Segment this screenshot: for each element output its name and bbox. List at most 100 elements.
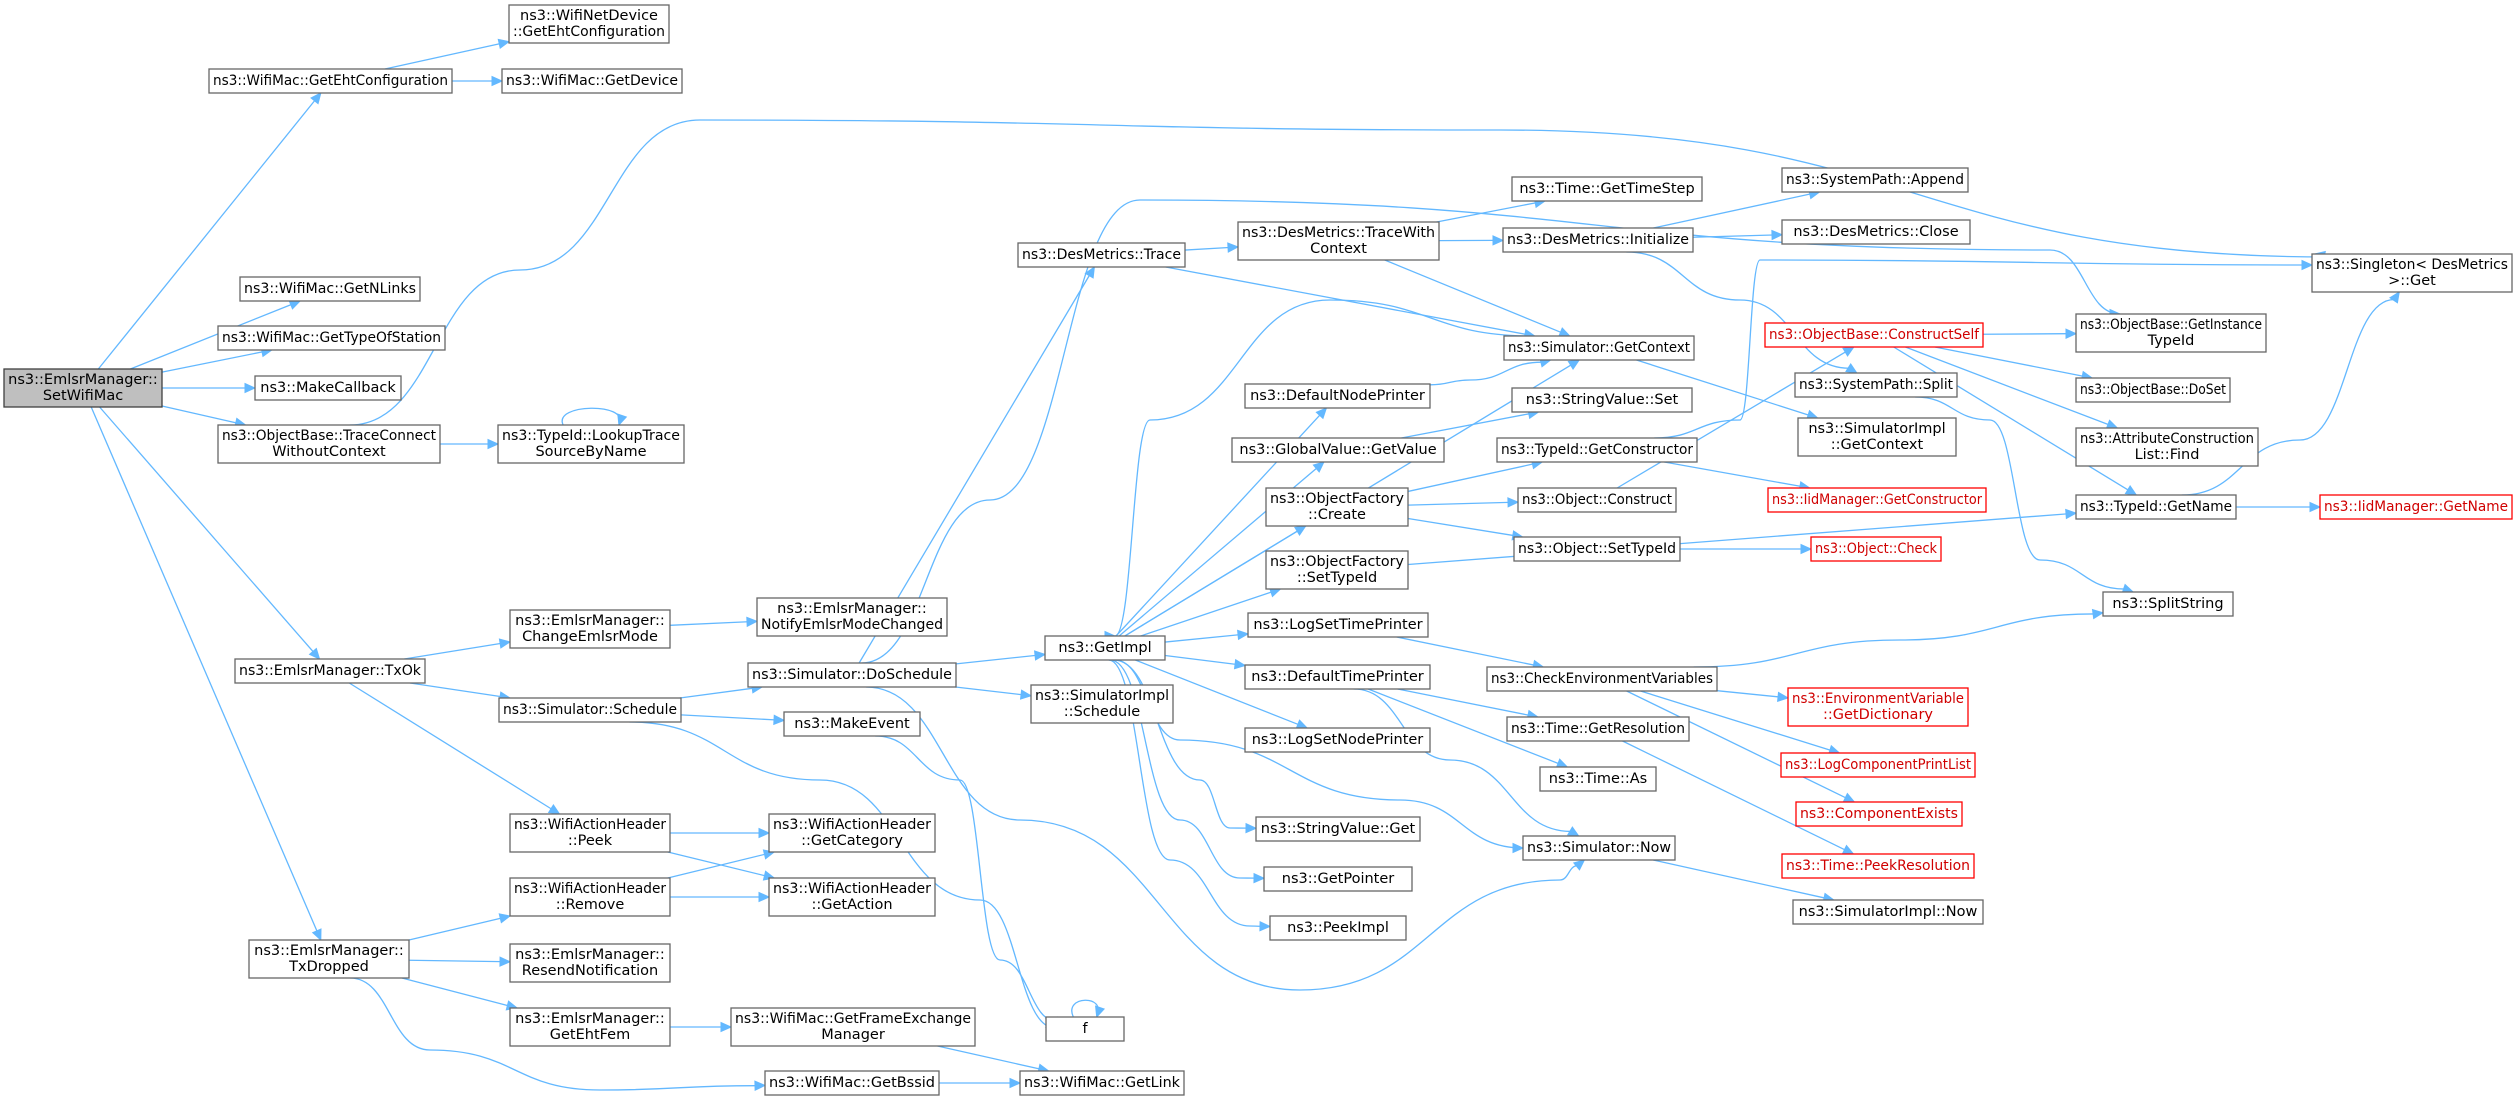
graph-node-n61[interactable]: ns3::ComponentExists <box>1795 801 1963 827</box>
graph-node-n32[interactable]: ns3::SystemPath::Append <box>1781 167 1969 193</box>
graph-node-n2[interactable]: ns3::WifiNetDevice::GetEhtConfiguration <box>508 4 670 44</box>
node-box[interactable] <box>1794 372 1958 398</box>
graph-node-n26[interactable]: ns3::GetImpl <box>1044 635 1166 661</box>
graph-node-n7[interactable]: ns3::ObjectBase::TraceConnectWithoutCont… <box>217 424 441 464</box>
node-box[interactable] <box>3 368 163 408</box>
node-box[interactable] <box>1781 853 1975 879</box>
graph-node-n42[interactable]: ns3::Object::Construct <box>1517 487 1677 513</box>
graph-node-n47[interactable]: ns3::LogSetNodePrinter <box>1244 727 1431 753</box>
node-box[interactable] <box>1517 487 1677 513</box>
node-box[interactable] <box>747 662 957 688</box>
node-box[interactable] <box>1019 1070 1185 1096</box>
node-box[interactable] <box>1503 335 1695 361</box>
node-box[interactable] <box>1045 1016 1125 1042</box>
node-box[interactable] <box>2102 591 2234 617</box>
graph-node-n37[interactable]: ns3::DefaultNodePrinter <box>1244 383 1431 409</box>
graph-node-n56[interactable]: ns3::ObjectBase::ConstructSelf <box>1764 322 1984 348</box>
node-box[interactable] <box>1231 437 1445 463</box>
node-box[interactable] <box>1244 727 1431 753</box>
node-box[interactable] <box>1244 664 1431 690</box>
graph-node-n18[interactable]: ns3::WifiActionHeader::GetCategory <box>768 813 936 853</box>
node-box[interactable] <box>217 325 446 351</box>
graph-node-n20[interactable]: ns3::EmlsrManager::ResendNotification <box>509 943 671 983</box>
graph-node-n3[interactable]: ns3::WifiMac::GetDevice <box>501 68 683 94</box>
graph-node-n27[interactable]: ns3::SimulatorImpl::Schedule <box>1030 684 1174 724</box>
node-box[interactable] <box>239 276 421 302</box>
graph-node-n21[interactable]: ns3::EmlsrManager::GetEhtFem <box>509 1007 671 1047</box>
graph-node-n15[interactable]: ns3::MakeEvent <box>783 711 921 737</box>
graph-node-n44[interactable]: ns3::ObjectFactory::SetTypeId <box>1265 550 1409 590</box>
graph-node-n64[interactable]: ns3::ObjectBase::DoSet <box>2075 377 2231 403</box>
graph-node-n25[interactable]: f <box>1045 1016 1125 1042</box>
node-box[interactable] <box>1780 752 1976 778</box>
graph-node-n40[interactable]: ns3::ObjectFactory::Create <box>1265 487 1409 527</box>
graph-node-n53[interactable]: ns3::Time::As <box>1539 766 1657 792</box>
graph-node-n58[interactable]: ns3::Object::Check <box>1810 536 1942 562</box>
graph-node-n34[interactable]: ns3::Simulator::GetContext <box>1503 335 1695 361</box>
node-box[interactable] <box>1792 899 1984 925</box>
graph-node-n68[interactable]: ns3::Singleton< DesMetrics >::Get <box>2311 253 2513 293</box>
graph-node-n19[interactable]: ns3::WifiActionHeader::GetAction <box>768 877 936 917</box>
node-box[interactable] <box>1030 684 1174 724</box>
node-box[interactable] <box>1486 666 1718 692</box>
graph-node-n24[interactable]: ns3::WifiMac::GetLink <box>1019 1070 1185 1096</box>
node-box[interactable] <box>2075 494 2237 520</box>
node-box[interactable] <box>1255 816 1421 842</box>
node-box[interactable] <box>501 68 683 94</box>
node-box[interactable] <box>509 877 671 917</box>
node-box[interactable] <box>768 877 936 917</box>
node-box[interactable] <box>508 4 670 44</box>
node-box[interactable] <box>1244 383 1431 409</box>
graph-node-n45[interactable]: ns3::LogSetTimePrinter <box>1247 612 1429 638</box>
node-box[interactable] <box>1787 687 1969 727</box>
node-box[interactable] <box>208 68 453 94</box>
node-box[interactable] <box>764 1070 940 1096</box>
node-box[interactable] <box>1767 487 1987 513</box>
node-box[interactable] <box>2311 253 2513 293</box>
node-box[interactable] <box>497 424 685 464</box>
node-box[interactable] <box>234 658 426 684</box>
node-box[interactable] <box>1044 635 1166 661</box>
graph-node-n13[interactable]: ns3::Simulator::Schedule <box>498 697 682 723</box>
node-box[interactable] <box>1539 766 1657 792</box>
graph-node-n59[interactable]: ns3::EnvironmentVariable::GetDictionary <box>1787 687 1969 727</box>
graph-node-n0[interactable]: ns3::EmlsrManager::SetWifiMac <box>3 368 163 408</box>
node-box[interactable] <box>1511 387 1693 413</box>
node-box[interactable] <box>1522 835 1676 861</box>
graph-node-n67[interactable]: ns3::IidManager::GetName <box>2319 494 2513 520</box>
graph-node-n5[interactable]: ns3::WifiMac::GetTypeOfStation <box>217 325 446 351</box>
node-box[interactable] <box>1237 221 1440 261</box>
graph-node-n23[interactable]: ns3::WifiMac::GetBssid <box>764 1070 940 1096</box>
node-box[interactable] <box>1017 242 1186 268</box>
graph-node-n54[interactable]: ns3::Simulator::Now <box>1522 835 1676 861</box>
graph-node-n4[interactable]: ns3::WifiMac::GetNLinks <box>239 276 421 302</box>
graph-node-n12[interactable]: ns3::EmlsrManager::NotifyEmlsrModeChange… <box>756 597 948 637</box>
node-box[interactable] <box>730 1007 976 1047</box>
node-box[interactable] <box>1764 322 1984 348</box>
graph-node-n10[interactable]: ns3::EmlsrManager::TxDropped <box>248 939 410 979</box>
node-box[interactable] <box>1810 536 1942 562</box>
graph-node-n9[interactable]: ns3::EmlsrManager::TxOk <box>234 658 426 684</box>
node-box[interactable] <box>498 697 682 723</box>
node-box[interactable] <box>768 813 936 853</box>
graph-node-n31[interactable]: ns3::DesMetrics::Initialize <box>1502 227 1694 253</box>
graph-node-n14[interactable]: ns3::Simulator::DoSchedule <box>747 662 957 688</box>
node-box[interactable] <box>756 597 948 637</box>
graph-node-n52[interactable]: ns3::Time::GetResolution <box>1506 716 1690 742</box>
node-box[interactable] <box>254 375 402 401</box>
node-box[interactable] <box>248 939 410 979</box>
graph-node-n55[interactable]: ns3::SimulatorImpl::Now <box>1792 899 1984 925</box>
node-box[interactable] <box>1496 437 1698 463</box>
node-box[interactable] <box>2075 377 2231 403</box>
graph-node-n39[interactable]: ns3::StringValue::Set <box>1511 387 1693 413</box>
graph-node-n28[interactable]: ns3::DesMetrics::Trace <box>1017 242 1186 268</box>
graph-node-n50[interactable]: ns3::PeekImpl <box>1269 915 1407 941</box>
graph-node-n57[interactable]: ns3::IidManager::GetConstructor <box>1767 487 1987 513</box>
graph-node-n11[interactable]: ns3::EmlsrManager::ChangeEmlsrMode <box>509 609 671 649</box>
graph-node-n60[interactable]: ns3::LogComponentPrintList <box>1780 752 1976 778</box>
node-box[interactable] <box>1797 417 1957 457</box>
